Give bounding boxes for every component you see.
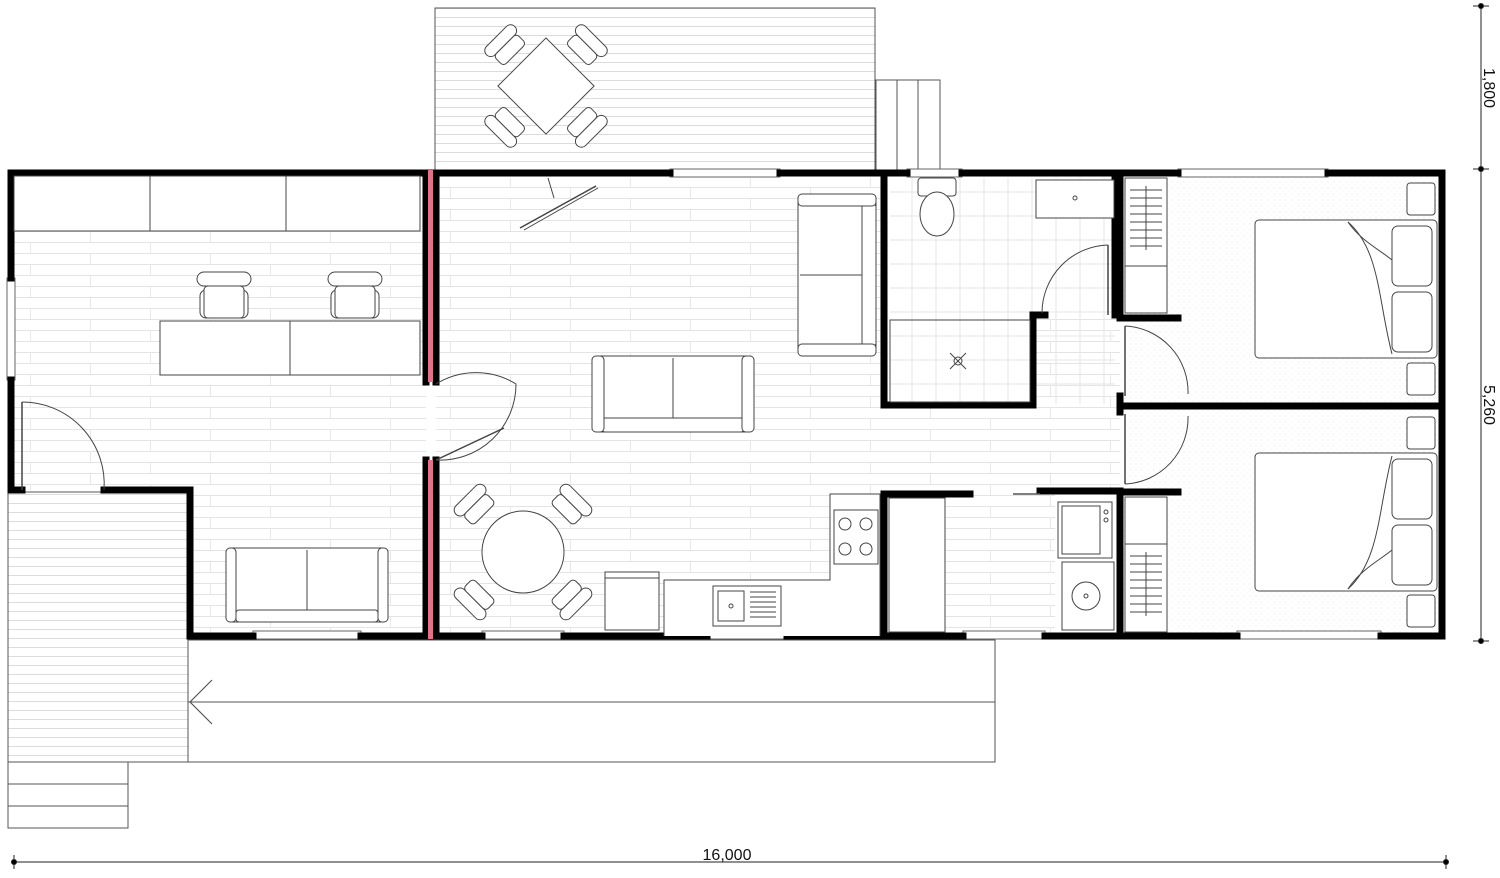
- drain-icon: [949, 352, 967, 370]
- dining-table: [453, 483, 593, 621]
- deck-steps: [875, 79, 941, 171]
- office-desk: [159, 320, 421, 376]
- tv-stand: [519, 177, 599, 231]
- bedside-table: [1406, 594, 1436, 628]
- access-ramp: [187, 639, 996, 763]
- dimension-vertical: [1473, 3, 1489, 644]
- living-sofa: [591, 355, 755, 433]
- cooktop-icon: [833, 509, 879, 565]
- outdoor-chair: [484, 24, 525, 65]
- outdoor-chair: [484, 107, 525, 148]
- doors: [21, 244, 1189, 491]
- sink-icon: [712, 585, 782, 627]
- bedside-table: [1406, 182, 1436, 216]
- wardrobe: [1124, 496, 1168, 633]
- furniture: [13, 24, 1438, 636]
- dim-label-width: 16,000: [703, 847, 752, 864]
- outdoor-table: [484, 24, 608, 148]
- office-sofa: [225, 547, 389, 623]
- living-sofa: [797, 193, 877, 357]
- kitchen-counter: [604, 493, 881, 636]
- bedside-table: [1406, 416, 1436, 450]
- outdoor-chair: [567, 107, 608, 148]
- double-bed: [1254, 219, 1438, 359]
- ramp-arrow-icon: [189, 679, 213, 725]
- left-steps: [7, 761, 129, 829]
- office-storage: [13, 175, 421, 232]
- microwave-icon: [1057, 501, 1113, 559]
- dim-label-building-depth: 5,260: [1480, 385, 1497, 425]
- toilet-icon: [917, 177, 957, 237]
- office-chair: [327, 271, 383, 319]
- dimension-overall-width: [11, 855, 1449, 869]
- wardrobe: [1124, 177, 1168, 314]
- basin-icon: [1035, 179, 1115, 219]
- walls: [7, 169, 1446, 640]
- office-chair: [196, 271, 252, 319]
- left-deck: [7, 491, 189, 829]
- acoustic-partition: [428, 170, 433, 639]
- laundry-shelf: [888, 497, 946, 633]
- dim-label-deck-depth: 1,800: [1480, 68, 1497, 108]
- outdoor-chair: [567, 24, 608, 65]
- bedside-table: [1406, 362, 1436, 396]
- double-bed: [1254, 452, 1438, 592]
- washing-machine-icon: [1061, 561, 1115, 631]
- shower: [889, 319, 1031, 403]
